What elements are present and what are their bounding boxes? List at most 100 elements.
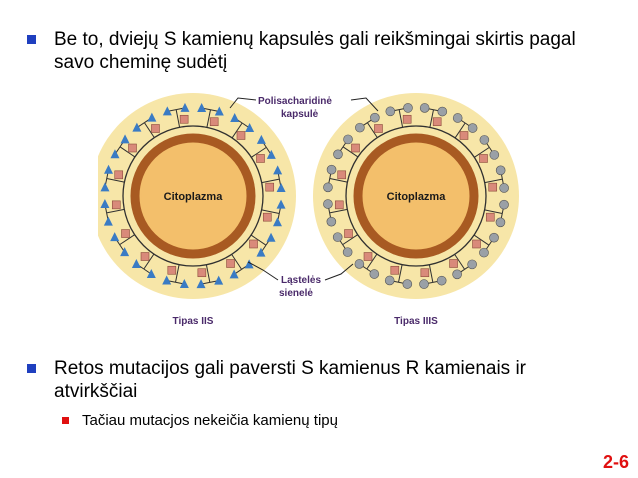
polysaccharide-stalk (398, 109, 404, 128)
sugar-circle (355, 122, 365, 133)
sugar-triangle (229, 269, 239, 279)
sugar-circle (495, 165, 506, 176)
sugar-square (374, 124, 383, 133)
sugar-square (209, 117, 219, 127)
sugar-circle (479, 247, 489, 258)
wall-pointer-right (324, 263, 354, 281)
wall-label-line1: Ląstelės (281, 275, 321, 286)
polysaccharide-stalk (261, 178, 280, 184)
sugar-square (151, 124, 160, 133)
sugar-square (167, 265, 177, 275)
polysaccharide-stalk (175, 109, 181, 128)
sugar-triangle (266, 149, 276, 159)
capsule-pointer-left (229, 97, 257, 109)
sugar-triangle (273, 165, 283, 175)
polysaccharide-stalk (119, 146, 136, 158)
sugar-triangle (276, 182, 286, 192)
sugar-triangle (197, 102, 207, 112)
polysaccharide-stalk (175, 264, 180, 283)
sugar-circle (326, 216, 337, 227)
sugar-square (472, 239, 481, 249)
polysaccharide-stalk (366, 122, 378, 138)
sugar-triangle (100, 182, 110, 192)
polysaccharide-stalk (484, 178, 503, 184)
polysaccharide-stalk (342, 234, 358, 246)
sugar-square (140, 252, 150, 261)
sugar-triangle (276, 199, 286, 209)
sugar-square (179, 114, 189, 124)
capsule-label-line1: Polisacharidinė (258, 96, 332, 107)
sugar-square (226, 259, 235, 268)
sugar-square (344, 229, 353, 238)
sugar-triangle (100, 199, 110, 209)
polysaccharide-stalk (484, 209, 503, 214)
sugar-triangle (146, 269, 156, 279)
capsule-label-line2: kapsulė (281, 109, 319, 120)
bullet-marker (27, 35, 36, 44)
sugar-square (262, 212, 272, 222)
polysaccharide-stalk (366, 253, 378, 270)
sugar-triangle (104, 164, 114, 174)
page-number: 2-6 (602, 452, 629, 472)
cytoplasm (364, 144, 468, 248)
sugar-circle (369, 269, 380, 279)
sugar-triangle (272, 217, 282, 227)
sugar-triangle (230, 112, 240, 122)
sugar-square (114, 170, 124, 180)
capsule-pointer-right (350, 97, 379, 112)
sugar-square (449, 259, 458, 268)
sugar-square (256, 154, 265, 163)
polysaccharide-stalk (143, 253, 155, 270)
cytoplasm-label: Citoplazma (164, 191, 224, 203)
sugar-triangle (214, 106, 224, 116)
sugar-triangle (245, 123, 255, 133)
polysaccharide-stalk (429, 109, 434, 128)
sugar-square (363, 252, 373, 261)
sugar-square (334, 200, 344, 210)
sugar-triangle (132, 122, 142, 132)
polysaccharide-stalk (342, 146, 359, 158)
sugar-square (432, 117, 442, 127)
sugar-triangle (131, 258, 141, 268)
sugar-circle (384, 275, 395, 286)
polysaccharide-stalk (428, 264, 434, 283)
wall-label-line2: sienelė (279, 288, 313, 299)
sugar-circle (326, 164, 337, 175)
polysaccharide-stalk (106, 178, 125, 183)
cell-type-iis: Citoplazma (98, 93, 296, 299)
capsule-figure: Citoplazma Citoplazma Polisacharidinė ka… (98, 93, 519, 327)
sugar-circle (402, 279, 413, 289)
polysaccharide-stalk (329, 208, 348, 214)
sugar-triangle (147, 112, 157, 122)
sugar-triangle (244, 259, 254, 269)
sugar-square (337, 170, 347, 180)
sugar-circle (343, 134, 353, 145)
cytoplasm (141, 144, 245, 248)
sugar-square (121, 229, 130, 238)
polysaccharide-stalk (474, 146, 490, 158)
bullet-2: Retos mutacijos gali paversti S kamienus… (27, 357, 607, 403)
polysaccharide-stalk (261, 209, 280, 214)
sugar-circle (333, 149, 343, 160)
sub-bullet-1-text: Tačiau mutacjos nekeičia kamienų tipų (82, 412, 338, 429)
membrane-line (345, 125, 487, 267)
cytoplasm-label: Citoplazma (387, 191, 447, 203)
sugar-triangle (256, 247, 266, 257)
sugar-circle (342, 247, 353, 257)
polysaccharide-stalk (143, 122, 155, 138)
sugar-triangle (214, 275, 224, 285)
wall-pointer-left (247, 261, 279, 281)
sugar-triangle (256, 134, 266, 144)
polysaccharide-stalk (231, 122, 243, 139)
sugar-circle (323, 199, 333, 209)
sugar-circle (419, 103, 430, 113)
sugar-circle (437, 106, 448, 117)
type-iiis-label: Tipas IIIS (394, 316, 438, 327)
sugar-square (488, 182, 498, 192)
sugar-circle (499, 183, 509, 193)
sugar-square (128, 143, 137, 153)
polysaccharide-stalk (329, 178, 348, 183)
polysaccharide-stalk (119, 234, 135, 246)
sugar-circle (419, 279, 429, 289)
sugar-circle (370, 112, 380, 123)
